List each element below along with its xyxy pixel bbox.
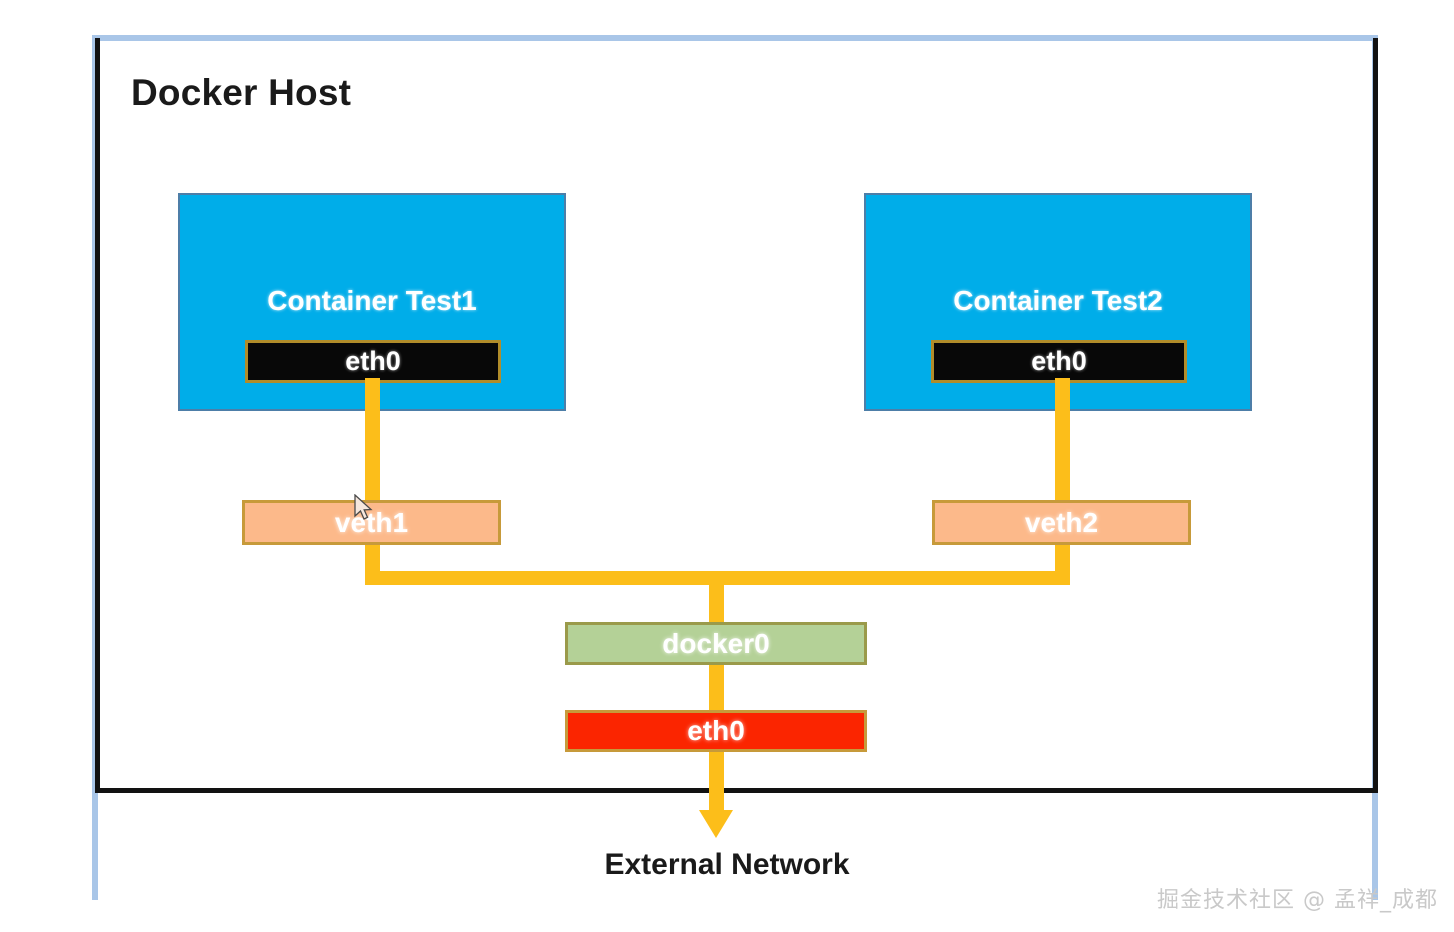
container-box-test1[interactable]: Container Test1 eth0 (178, 193, 566, 411)
host-interface-eth0-box[interactable]: eth0 (565, 710, 867, 752)
docker-host-boundary (95, 38, 1378, 793)
page-title: Docker Host (131, 72, 352, 113)
watermark-text: 掘金技术社区 @ 孟祥_成都 (1157, 888, 1438, 913)
veth1-box[interactable]: veth1 (242, 500, 501, 545)
arrow-down-icon (699, 810, 733, 838)
container-label-test2: Container Test2 (953, 285, 1163, 316)
container-interface-test2[interactable]: eth0 (931, 340, 1187, 383)
container-interface-test1[interactable]: eth0 (245, 340, 501, 383)
wire-trunk-to-external (709, 571, 724, 816)
veth2-box[interactable]: veth2 (932, 500, 1191, 545)
wire-test2-eth0-to-veth2 (1055, 378, 1070, 502)
wire-test1-eth0-to-veth1 (365, 378, 380, 502)
container-box-test2[interactable]: Container Test2 eth0 (864, 193, 1252, 411)
docker0-bridge-box[interactable]: docker0 (565, 622, 867, 665)
container-label-test1: Container Test1 (267, 285, 477, 316)
external-network-label: External Network (604, 848, 850, 881)
